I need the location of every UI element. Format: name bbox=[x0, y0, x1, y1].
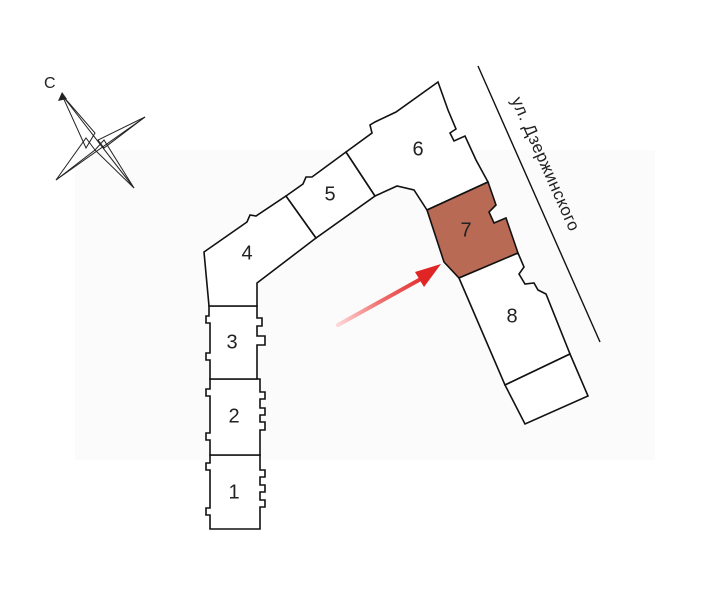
section-label: 6 bbox=[412, 138, 423, 160]
section-label: 1 bbox=[228, 481, 239, 503]
section-label: 8 bbox=[506, 305, 517, 327]
section-label: 7 bbox=[460, 219, 471, 241]
section-label: 4 bbox=[241, 242, 252, 264]
section-3[interactable]: 3 bbox=[205, 305, 266, 380]
section-7[interactable]: 7 bbox=[426, 180, 519, 279]
section-5[interactable]: 5 bbox=[284, 150, 377, 240]
section-label: 2 bbox=[228, 405, 239, 427]
section-label: 5 bbox=[324, 183, 335, 205]
compass-north-letter: С bbox=[44, 75, 56, 92]
section-6[interactable]: 6 bbox=[344, 80, 490, 212]
section-1[interactable]: 1 bbox=[205, 454, 266, 530]
pointer-arrow-icon bbox=[336, 264, 441, 327]
section-2[interactable]: 2 bbox=[205, 378, 266, 456]
street-line bbox=[477, 65, 601, 343]
section-label: 3 bbox=[226, 331, 237, 353]
section-8-annex bbox=[503, 352, 590, 426]
north-compass-icon: С bbox=[44, 75, 146, 189]
